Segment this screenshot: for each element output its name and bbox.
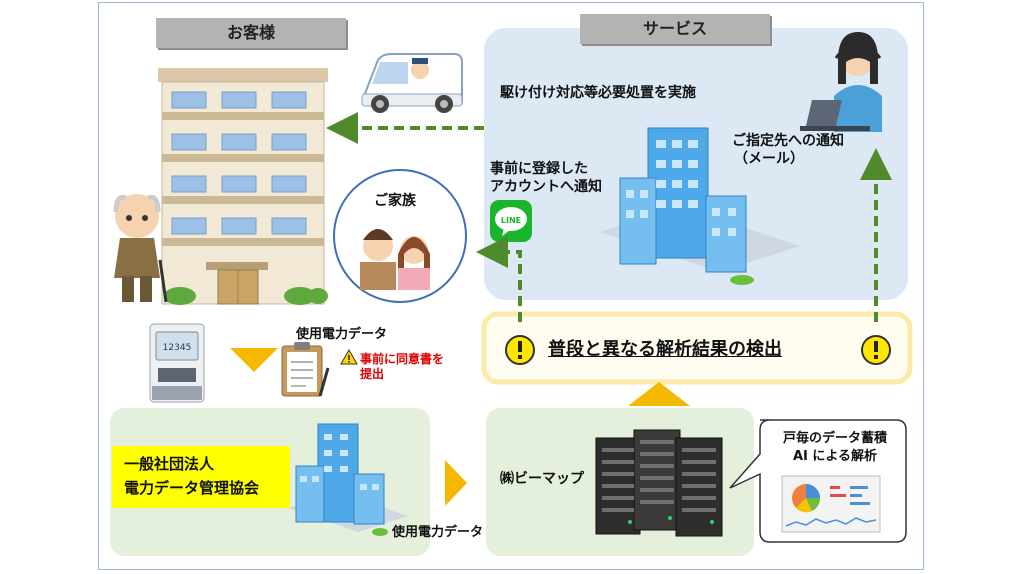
arrow-right-orange: [445, 460, 467, 506]
family-label: ご家族: [374, 193, 416, 209]
association-label: 一般社団法人 電力データ管理協会: [124, 455, 260, 497]
usage-data-label-bottom: 使用電力データ: [392, 525, 484, 540]
smart-meter-icon: [149, 323, 205, 403]
arrow-detect-to-line: [476, 236, 522, 322]
analysis-chart-icon: [781, 475, 881, 533]
alert-icon-left: [505, 335, 535, 365]
line-logo-label: LINE: [501, 216, 521, 225]
service-header: サービス: [580, 14, 770, 44]
alert-icon-right: [861, 335, 891, 365]
apartment-building-icon: [158, 68, 328, 305]
detection-label: 普段と異なる解析結果の検出: [548, 339, 782, 360]
meter-display: 12345: [163, 343, 192, 353]
arrow-down-orange: [230, 348, 278, 372]
elderly-man-icon: [113, 194, 168, 303]
line-logo-text: LINE: [501, 216, 521, 225]
company-label: ㈱ビーマップ: [500, 471, 584, 487]
mail-notice-label: ご指定先への通知 （メール）: [732, 133, 844, 167]
service-van-icon: [361, 53, 463, 113]
dispatch-label: 駆け付け対応等必要処置を実施: [500, 85, 696, 101]
operator-icon: [800, 32, 882, 132]
analysis-label: 戸毎のデータ蓄積 AI による解析: [782, 431, 887, 464]
office-building-icon: [600, 127, 800, 285]
association-building-icon: [288, 423, 408, 536]
family-icon: [360, 229, 430, 290]
line-notice-label: 事前に登録した アカウントへ通知: [490, 161, 602, 195]
meter-display-value: 12345: [163, 343, 192, 353]
detection-panel: [481, 311, 913, 385]
customer-header: お客様: [156, 18, 346, 48]
consent-note: 事前に同意書を 提出: [360, 352, 445, 381]
line-logo-icon: [490, 200, 532, 242]
clipboard-icon: [281, 342, 330, 397]
server-rack-icon: [595, 429, 723, 537]
arrow-up-orange: [628, 382, 690, 406]
association-highlight: [112, 446, 290, 508]
warning-icon: [340, 348, 358, 365]
usage-data-label-top: 使用電力データ: [296, 327, 388, 342]
